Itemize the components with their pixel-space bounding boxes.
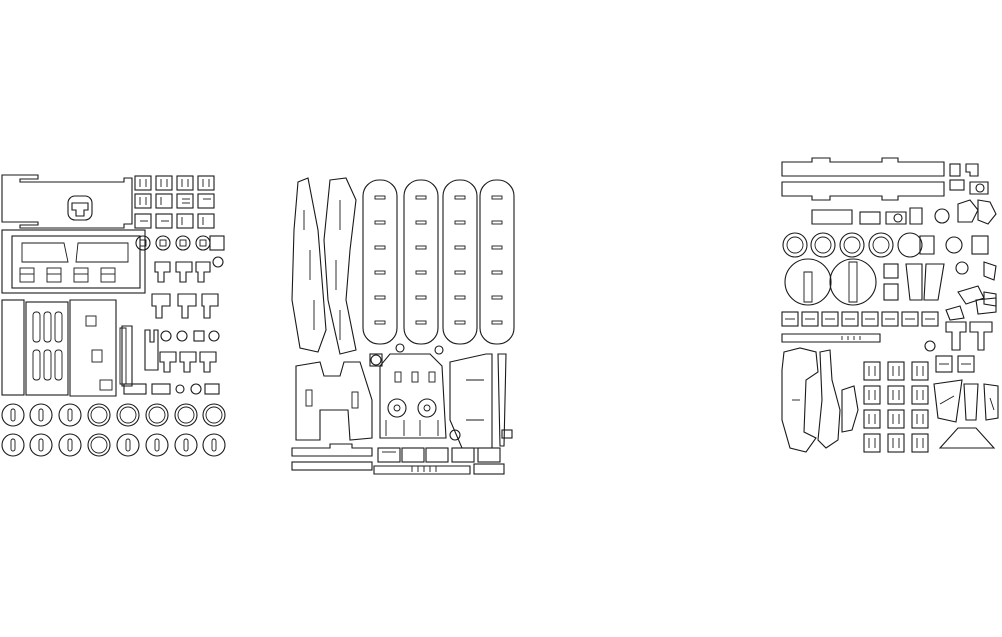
sheet-right	[781, 157, 999, 453]
tread-slot	[374, 270, 386, 275]
rack-bar	[781, 333, 936, 352]
tread-slot	[491, 295, 503, 300]
tread-slot	[374, 245, 386, 250]
sheet-middle	[291, 177, 515, 475]
clip-grid-left	[134, 175, 215, 229]
tread-slot	[491, 220, 503, 225]
small-block-row	[781, 311, 939, 327]
tread-slot	[454, 270, 466, 275]
sheet-left	[1, 174, 226, 457]
tread-tracks	[362, 179, 515, 345]
c-clip-row	[135, 235, 225, 251]
big-discs	[784, 258, 877, 306]
tread-slot	[415, 195, 427, 200]
tread-slot	[454, 220, 466, 225]
tread-slot	[491, 270, 503, 275]
block-grid-right	[863, 355, 975, 453]
small-parts-left	[123, 329, 220, 395]
tread-slot	[491, 245, 503, 250]
tread-slot	[415, 295, 427, 300]
tread-slot	[374, 295, 386, 300]
tread-slot	[454, 195, 466, 200]
tread-slot	[415, 320, 427, 325]
tread-slot	[374, 220, 386, 225]
rings-row	[782, 232, 989, 258]
grille-panels	[1, 299, 133, 397]
tread-slot	[415, 270, 427, 275]
t-joints	[945, 297, 997, 351]
hook-pieces-left	[151, 256, 224, 319]
tread-slot	[374, 320, 386, 325]
tread-slot	[454, 245, 466, 250]
tread-slot	[415, 220, 427, 225]
beam-side-parts	[949, 163, 989, 195]
tread-slot	[491, 195, 503, 200]
wedge-parts	[933, 379, 999, 449]
side-legs	[781, 347, 859, 453]
bracket-row	[811, 199, 997, 225]
tread-slot	[374, 195, 386, 200]
lower-panels	[295, 343, 513, 449]
wheel-rows-left	[1, 403, 226, 457]
tread-slots	[374, 195, 503, 325]
tread-slot	[491, 320, 503, 325]
tread-slot	[454, 295, 466, 300]
main-top-plate	[1, 174, 133, 229]
window-plate	[1, 229, 146, 294]
long-beams	[781, 157, 945, 201]
tread-slot	[454, 320, 466, 325]
tread-slot	[415, 245, 427, 250]
bottom-rails	[291, 443, 505, 475]
side-arms	[291, 177, 357, 355]
